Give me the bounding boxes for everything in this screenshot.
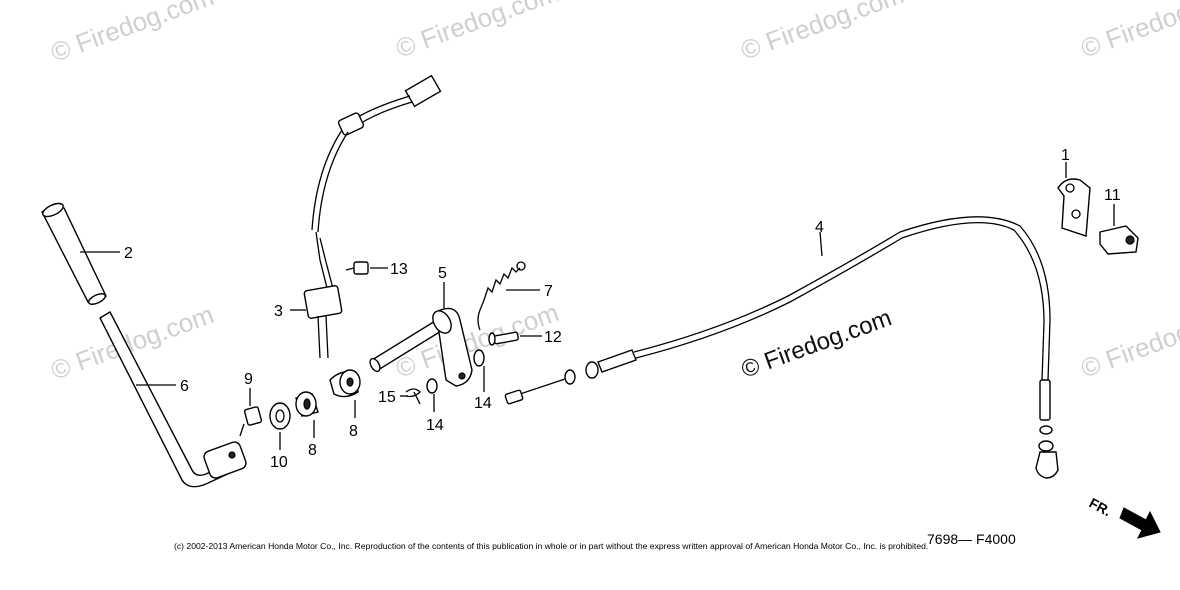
callout-10: 10 — [270, 454, 288, 471]
callout-7: 7 — [544, 283, 553, 300]
leader-lines — [80, 162, 1115, 450]
callout-4: 4 — [815, 219, 824, 236]
direction-arrow-icon — [1119, 507, 1161, 539]
part-cable — [504, 216, 1059, 479]
part-bushing — [295, 369, 361, 417]
callout-15: 15 — [378, 389, 396, 406]
part-cotter-pin — [405, 388, 421, 405]
watermark: © Firedog.com — [47, 0, 218, 68]
callout-8: 8 — [349, 423, 358, 440]
watermark-center: © Firedog.com — [738, 304, 895, 383]
part-pin — [488, 331, 519, 346]
callout-6: 6 — [180, 378, 189, 395]
callout-14a: 14 — [474, 395, 492, 412]
part-spring — [477, 261, 526, 331]
watermark-layer: © Firedog.com © Firedog.com © Firedog.co… — [47, 0, 1180, 386]
direction-label: FR. — [1087, 495, 1114, 520]
part-lever-arm — [369, 307, 473, 387]
callout-11: 11 — [1104, 187, 1121, 204]
part-screw-13 — [345, 261, 369, 275]
callout-3: 3 — [274, 303, 283, 320]
callout-9: 9 — [244, 371, 253, 388]
watermark: © Firedog.com — [1077, 0, 1180, 64]
part-washer-10 — [269, 402, 291, 430]
direction-indicator: FR. — [1087, 495, 1161, 539]
callout-1: 1 — [1061, 147, 1070, 164]
watermark: © Firedog.com — [737, 0, 908, 66]
part-clamp — [1099, 225, 1139, 255]
callouts: 1 2 3 4 5 6 7 8 8 9 10 11 12 13 14 14 15 — [124, 147, 1121, 471]
callout-13: 13 — [390, 261, 408, 278]
diagram-code: 7698— F4000 — [927, 531, 1016, 547]
watermark: © Firedog.com — [1077, 297, 1180, 384]
part-bolt — [239, 406, 263, 437]
callout-5: 5 — [438, 265, 447, 282]
part-lever-rod — [99, 311, 247, 488]
callout-8b: 8 — [308, 442, 317, 459]
part-washer-14 — [426, 349, 485, 394]
copyright-notice: (c) 2002-2013 American Honda Motor Co., … — [174, 541, 928, 551]
watermark: © Firedog.com — [392, 0, 563, 64]
part-bracket — [1057, 178, 1091, 237]
part-grip — [41, 202, 107, 305]
callout-12: 12 — [544, 329, 562, 346]
callout-14b: 14 — [426, 417, 444, 434]
callout-2: 2 — [124, 245, 133, 262]
part-switch-harness — [303, 74, 442, 359]
